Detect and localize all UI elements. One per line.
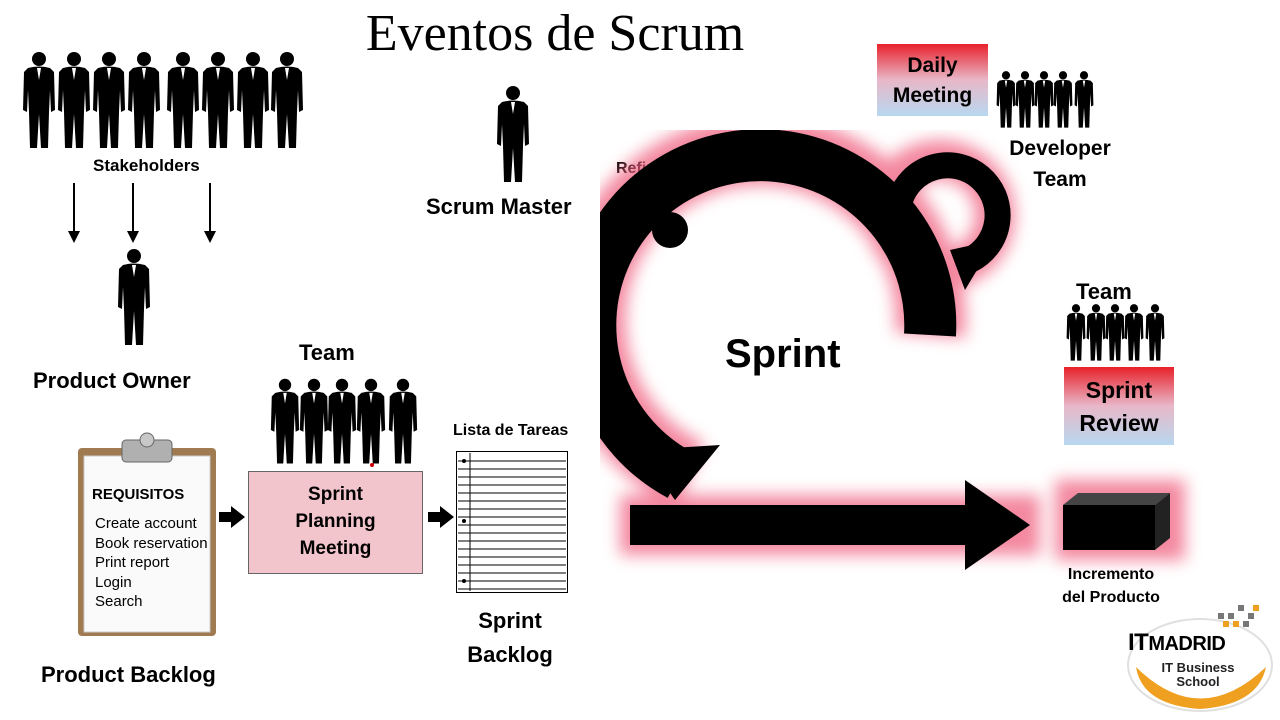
person-icon [1034,70,1054,129]
requisitos-list: Create account Book reservation Print re… [95,514,208,612]
person-icon [22,50,56,150]
requisitos-heading: REQUISITOS [92,486,185,503]
list-item: Print report [95,554,170,571]
sprint-planning-line: Planning [295,511,376,532]
right-arrow-icon [219,506,245,528]
sprint-backlog-label: Sprint Backlog [455,604,565,672]
person-icon [1015,70,1035,129]
person-icon [166,50,200,150]
logo-it: IT [1128,629,1149,656]
logo-line: School [1176,674,1220,689]
sprint-review-line: Review [1079,410,1159,436]
sprint-planning-line: Meeting [299,538,372,559]
person-icon [1086,303,1106,362]
developer-team-line: Developer [1009,137,1111,160]
person-icon [299,377,329,465]
person-icon [996,70,1016,129]
lista-de-tareas-label: Lista de Tareas [453,422,569,439]
person-icon [92,50,126,150]
page-title: Eventos de Scrum [365,5,745,62]
product-backlog-label: Product Backlog [41,662,216,687]
sprint-backlog-line: Sprint [478,608,542,633]
task-list-icon [456,451,568,593]
list-item: Book reservation [95,534,208,552]
logo-line: IT Business [1161,660,1235,675]
logo-madrid: MADRID [1148,633,1226,655]
list-item: Login [95,573,132,591]
person-icon [270,50,304,150]
product-box-icon [1063,493,1170,550]
person-icon [1074,70,1094,129]
person-icon [1145,303,1165,362]
developer-team-label: Developer Team [995,133,1125,195]
right-arrow-icon [428,506,454,528]
person-icon [356,377,386,465]
person-icon [496,84,530,184]
sprint-cycle-icon [600,130,1185,570]
person-icon [1124,303,1144,362]
scrum-master-label: Scrum Master [426,194,572,219]
red-dot [370,463,374,467]
stakeholders-label: Stakeholders [93,156,200,175]
team-right-label: Team [1076,279,1132,304]
person-icon [1053,70,1073,129]
sprint-review-line: Sprint [1085,377,1153,403]
sprint-label: Sprint [725,332,841,376]
incremento-label: Incremento del Producto [1050,563,1172,609]
logo-wordmark: ITMADRID [1128,629,1226,657]
sprint-backlog-line: Backlog [467,642,553,667]
person-icon [236,50,270,150]
incremento-line: Incremento [1067,566,1155,583]
daily-meeting-line: Daily [907,54,958,77]
sprint-review-box: Sprint Review [1064,367,1174,445]
person-icon [388,377,418,465]
down-arrow-icon [204,183,216,243]
product-owner-label: Product Owner [33,368,191,393]
person-icon [127,50,161,150]
person-icon [1066,303,1086,362]
daily-meeting-box: Daily Meeting [877,44,988,116]
clipboard-icon [78,432,216,636]
down-arrow-icon [68,183,80,243]
list-item: Create account [95,515,197,532]
sprint-planning-line: Sprint [308,484,363,505]
itmadrid-logo: ITMADRID IT Business School [1118,595,1278,713]
down-arrow-icon [127,183,139,243]
person-icon [270,377,300,465]
team-left-label: Team [299,340,355,365]
developer-team-line: Team [1033,168,1087,191]
daily-meeting-line: Meeting [892,84,973,107]
sprint-planning-meeting-box: Sprint Planning Meeting [248,471,423,574]
person-icon [201,50,235,150]
person-icon [117,247,151,347]
list-item: Search [95,593,143,610]
person-icon [327,377,357,465]
logo-tagline: IT Business School [1148,661,1248,689]
person-icon [1105,303,1125,362]
incremento-line: del Producto [1062,589,1160,606]
person-icon [57,50,91,150]
